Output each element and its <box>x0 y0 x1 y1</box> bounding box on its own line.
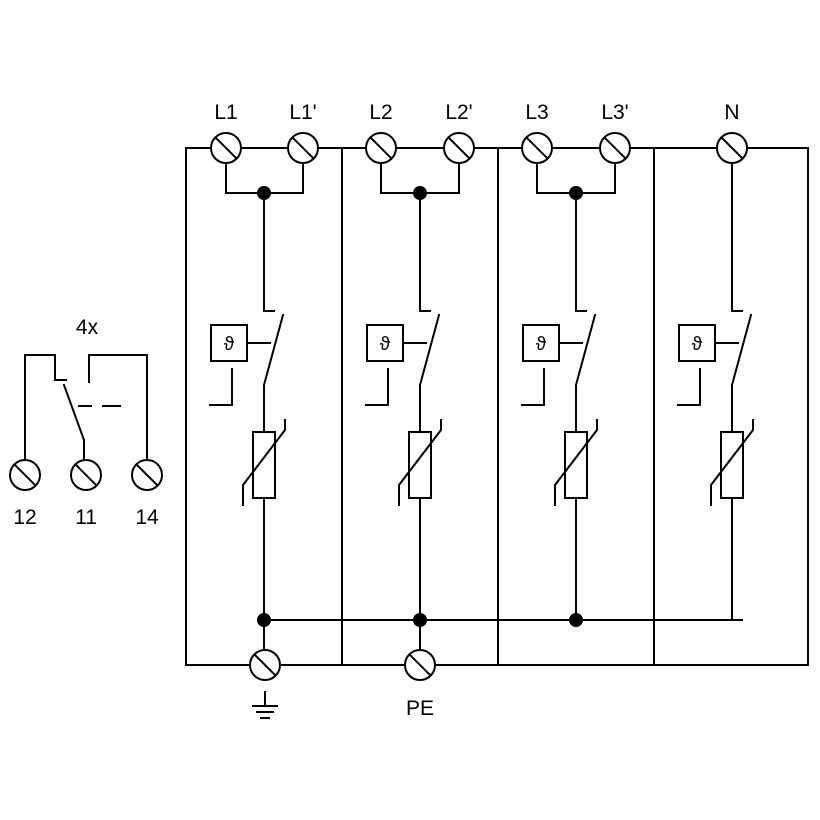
signal-contact <box>24 354 148 461</box>
varistor-icon <box>398 419 442 506</box>
terminal-l3-prime <box>599 132 631 164</box>
terminal-pe <box>404 649 436 681</box>
module-n: ϑ <box>677 164 754 621</box>
thermal-disconnector-icon: ϑ <box>209 324 271 406</box>
varistor-icon <box>242 419 286 506</box>
thermal-disconnector-icon: ϑ <box>521 324 583 406</box>
terminal-l2 <box>365 132 397 164</box>
label-14: 14 <box>135 506 159 529</box>
module-l3: ϑ <box>521 164 616 621</box>
label-11: 11 <box>75 506 97 529</box>
label-l1-prime: L1' <box>289 101 316 124</box>
svg-text:ϑ: ϑ <box>692 334 703 355</box>
common-bus <box>257 613 743 649</box>
terminal-ground <box>249 649 281 681</box>
varistor-icon <box>710 419 754 506</box>
housing-frame <box>185 147 809 666</box>
terminal-l2-prime <box>443 132 475 164</box>
varistor-icon <box>554 419 598 506</box>
ground-icon <box>252 691 278 719</box>
junction-dot <box>569 613 583 627</box>
label-contact-count: 4x <box>76 316 99 339</box>
thermal-disconnector-icon: ϑ <box>677 324 739 406</box>
module-l2: ϑ <box>365 164 460 649</box>
terminal-l3 <box>521 132 553 164</box>
label-l3-prime: L3' <box>601 101 628 124</box>
terminal-12 <box>9 459 41 491</box>
label-n: N <box>724 101 739 124</box>
terminal-14 <box>131 459 163 491</box>
thermal-disconnector-icon: ϑ <box>365 324 427 406</box>
label-pe: PE <box>406 697 434 720</box>
terminal-l1-prime <box>287 132 319 164</box>
module-l1: ϑ <box>209 164 304 621</box>
terminal-n <box>716 132 748 164</box>
svg-text:ϑ: ϑ <box>380 334 391 355</box>
terminal-11 <box>70 459 102 491</box>
label-l2: L2 <box>369 101 392 124</box>
label-l3: L3 <box>525 101 548 124</box>
terminal-l1 <box>210 132 242 164</box>
svg-text:ϑ: ϑ <box>536 334 547 355</box>
label-l1: L1 <box>214 101 237 124</box>
junction-dot <box>413 613 427 627</box>
label-12: 12 <box>13 506 36 529</box>
svg-text:ϑ: ϑ <box>224 334 235 355</box>
label-l2-prime: L2' <box>445 101 472 124</box>
